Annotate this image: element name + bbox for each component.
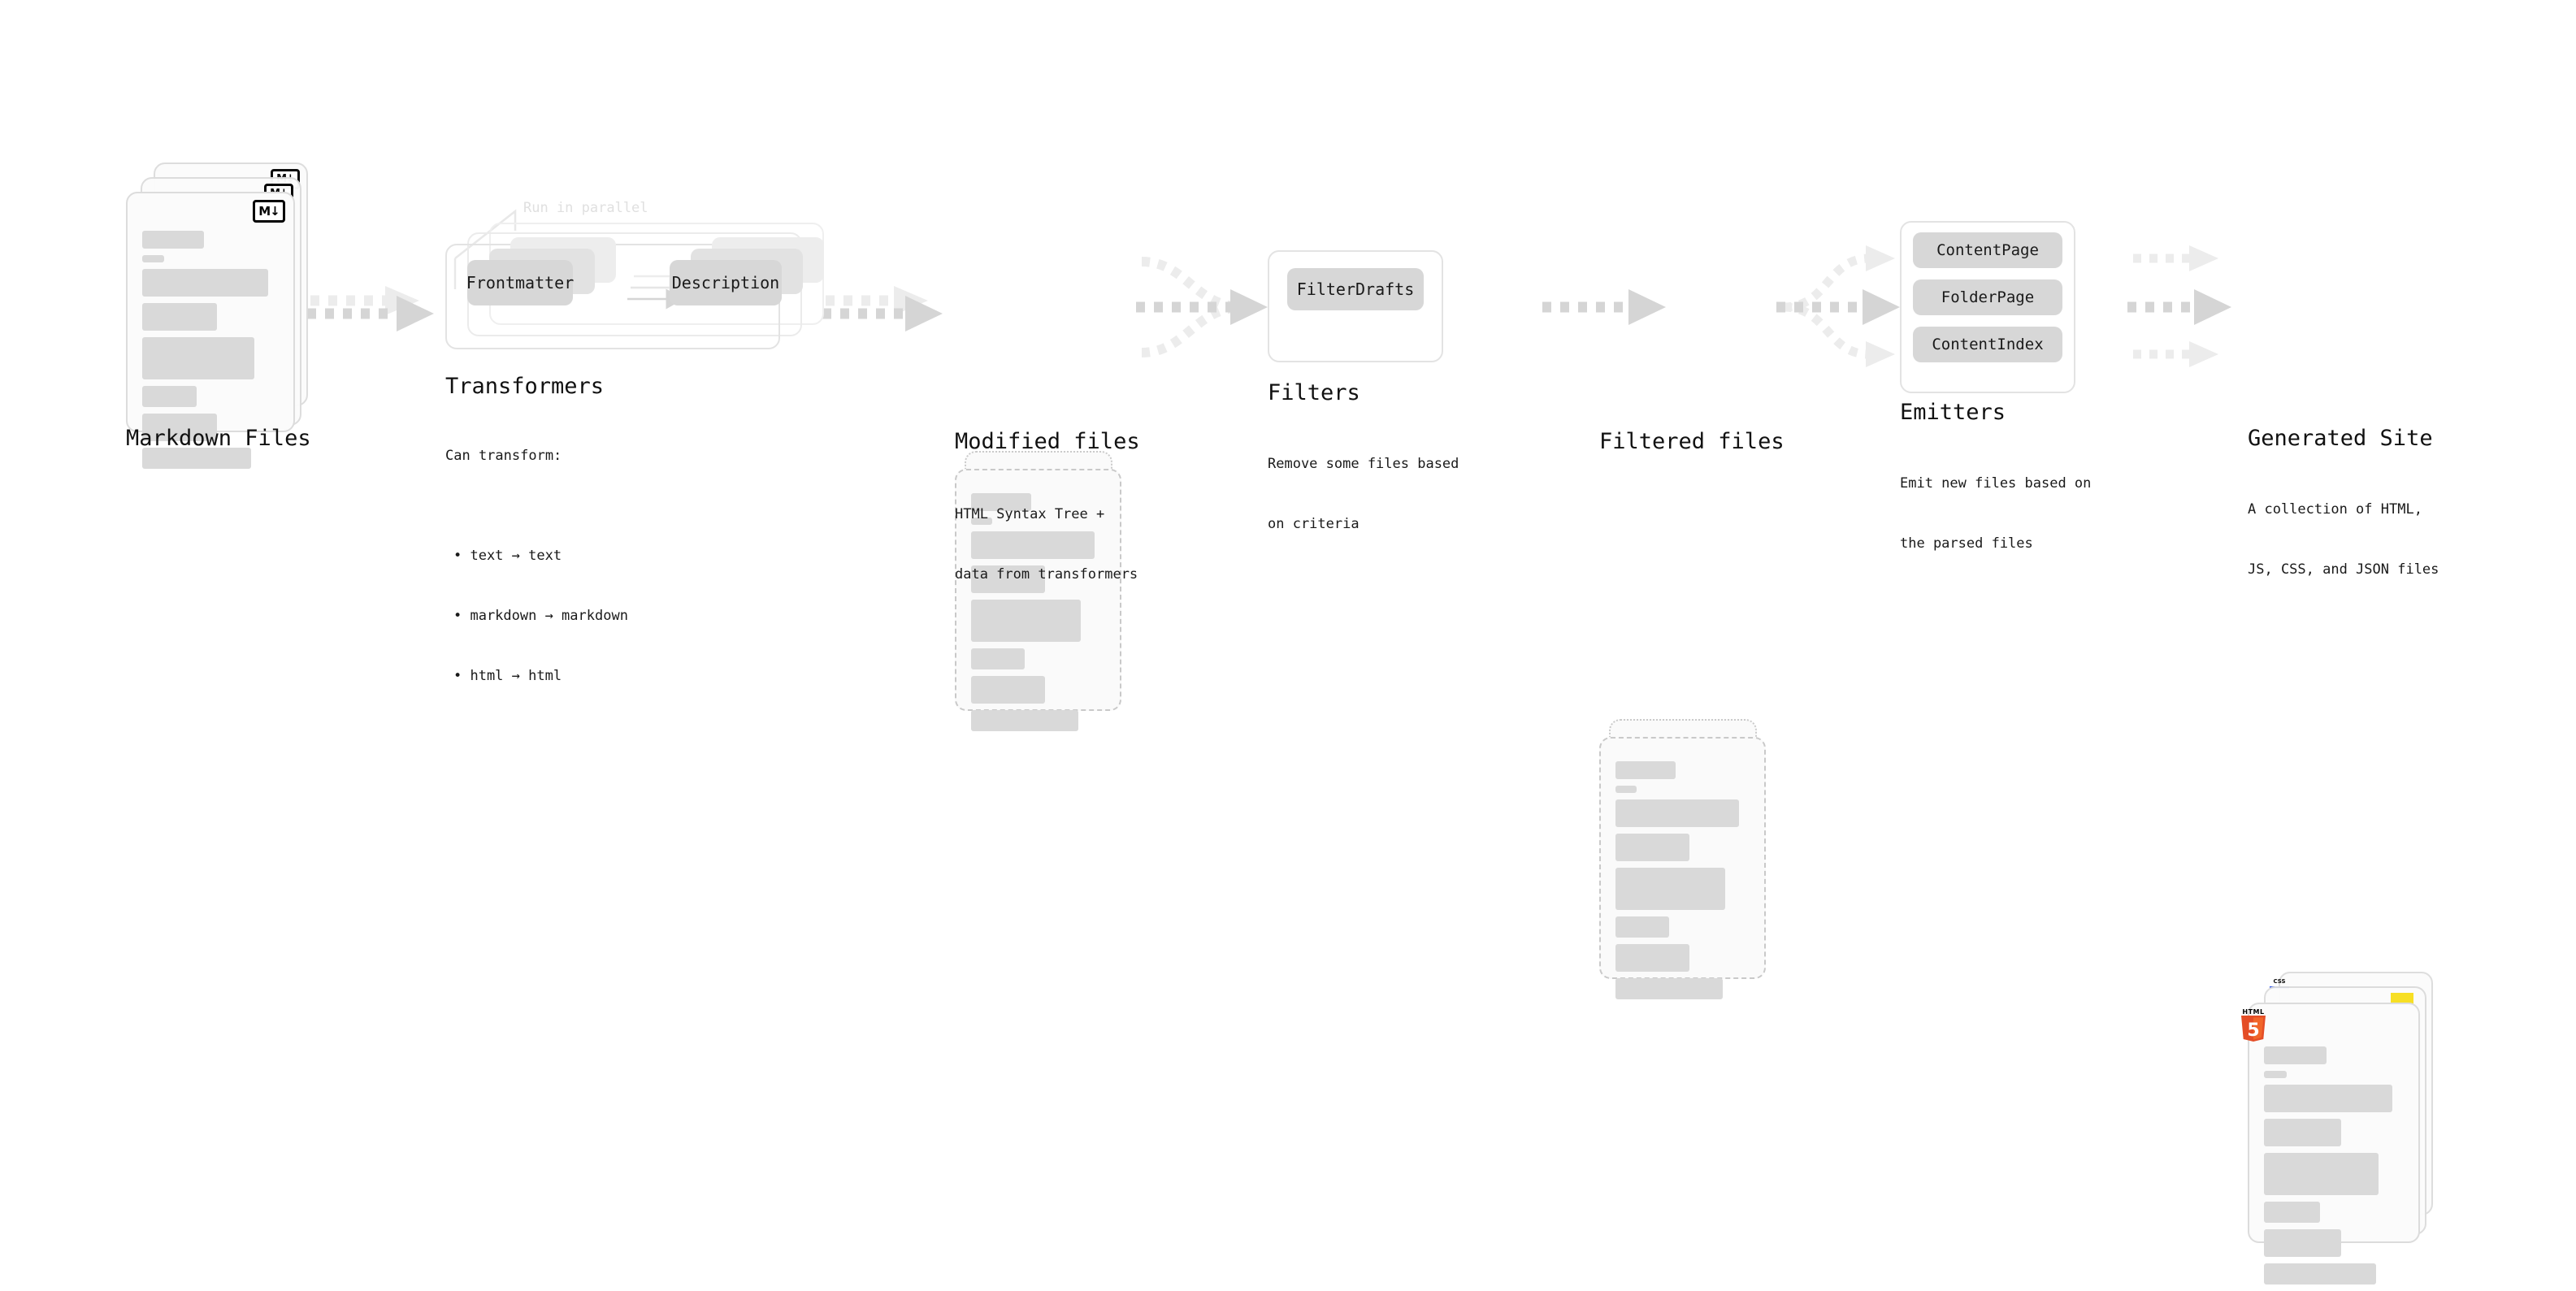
stage-markdown-files: M↓ M↓ M↓ [126, 162, 313, 469]
skeleton-bar [142, 414, 218, 441]
stage-emitters: ContentPage FolderPage ContentIndex [1900, 221, 2075, 393]
markdown-badge: M↓ [253, 200, 285, 223]
caption-line: Emit new files based on [1900, 475, 2092, 492]
arrow-emitters-to-site [2127, 245, 2231, 367]
transform-capability-item: • markdown → markdown [453, 608, 628, 625]
skeleton-bar [2264, 1229, 2341, 1257]
skeleton-bar [142, 255, 164, 262]
chip-contentpage[interactable]: ContentPage [1913, 232, 2062, 268]
skeleton-bar [971, 531, 1095, 559]
stage-caption-transformers: Can transform: • text → text • markdown … [445, 406, 628, 767]
skeleton-bar [1615, 786, 1637, 793]
transform-capability-list: • text → text • markdown → markdown • ht… [445, 506, 628, 726]
stage-caption-emitters: Emit new files based on the parsed files [1900, 434, 2091, 594]
caption-line: A collection of HTML, [2248, 501, 2422, 518]
skeleton-bars [142, 231, 279, 475]
stage-caption-filters: Remove some files based on criteria [1268, 414, 1459, 574]
skeleton-bar [2264, 1263, 2376, 1285]
modified-card-front [955, 469, 1121, 731]
skeleton-bar [971, 493, 1032, 511]
transformer-inner-arrows [627, 266, 691, 310]
arrow-modified-to-filters [1136, 257, 1268, 357]
chip-filterdrafts[interactable]: FilterDrafts [1287, 268, 1424, 310]
caption-line: HTML Syntax Tree + [955, 506, 1105, 523]
stage-title-transformers: Transformers [445, 374, 605, 399]
caption-line: data from transformers [955, 566, 1138, 583]
skeleton-bar [1615, 799, 1739, 827]
skeleton-bar [1615, 916, 1669, 938]
emitter-group-box [1900, 221, 2075, 393]
skeleton-bar [1615, 834, 1689, 861]
stage-caption-generated-site: A collection of HTML, JS, CSS, and JSON … [2248, 460, 2439, 620]
skeleton-bar [971, 518, 993, 525]
stage-filters: FilterDrafts [1268, 250, 1443, 362]
arrow-filtered-to-emitters [1776, 245, 1900, 367]
stage-generated-site: CSS HTML 5 [2241, 972, 2451, 1285]
html5-wordmark: HTML [2242, 1008, 2265, 1016]
chip-frontmatter[interactable]: Frontmatter [466, 260, 574, 305]
stage-title-modified-files: Modified files [955, 429, 1140, 454]
markdown-card-front: M↓ [126, 192, 295, 469]
stage-title-filtered-files: Filtered files [1599, 429, 1785, 454]
skeleton-bar [142, 386, 197, 407]
caption-line: JS, CSS, and JSON files [2248, 561, 2439, 578]
caption-line: on criteria [1268, 516, 1360, 533]
chip-contentindex[interactable]: ContentIndex [1913, 327, 2062, 362]
skeleton-bar [2264, 1046, 2327, 1064]
arrow-markdown-to-transformers [307, 286, 434, 331]
skeleton-bar [2264, 1202, 2320, 1223]
run-in-parallel-label: Run in parallel [523, 200, 648, 216]
caption-intro: Can transform: [445, 448, 562, 465]
stage-modified-files [955, 451, 1142, 731]
skeleton-bar [971, 676, 1045, 704]
skeleton-bars [1615, 761, 1750, 1006]
css-label: CSS [2273, 978, 2286, 985]
skeleton-bar [2264, 1119, 2341, 1146]
stage-title-filters: Filters [1268, 380, 1360, 405]
skeleton-bar [971, 710, 1078, 731]
caption-line: Remove some files based [1268, 456, 1459, 473]
skeleton-bar [1615, 978, 1723, 999]
skeleton-bar [971, 600, 1082, 642]
html5-digit: 5 [2247, 1020, 2259, 1041]
skeleton-bars [2264, 1046, 2404, 1291]
filtered-card-front [1599, 737, 1766, 999]
stage-transformers: Run in parallel Frontmatter Description [445, 192, 827, 354]
skeleton-bar [1615, 868, 1726, 910]
transform-capability-item: • text → text [453, 548, 562, 565]
transform-capability-item: • html → html [453, 668, 562, 685]
skeleton-bar [2264, 1071, 2287, 1078]
skeleton-bar [142, 448, 252, 469]
skeleton-bar [2264, 1085, 2393, 1112]
stage-caption-modified-files: HTML Syntax Tree + data from transformer… [955, 465, 1138, 625]
stage-title-emitters: Emitters [1900, 400, 2006, 425]
skeleton-bar [142, 303, 218, 331]
stage-title-markdown-files: Markdown Files [126, 426, 311, 451]
diagram-canvas: M↓ M↓ M↓ Markdown Files Run in [126, 162, 2439, 1285]
skeleton-bar [1615, 944, 1689, 972]
skeleton-bar [142, 269, 268, 297]
skeleton-bar [142, 231, 204, 249]
html5-icon: HTML 5 [2240, 1008, 2267, 1042]
chip-folderpage[interactable]: FolderPage [1913, 279, 2062, 315]
skeleton-bar [971, 565, 1045, 593]
skeleton-bar [142, 337, 254, 379]
stage-title-generated-site: Generated Site [2248, 426, 2433, 451]
skeleton-bar [2264, 1153, 2379, 1195]
arrow-transformers-to-modified [822, 286, 943, 331]
caption-line: the parsed files [1900, 535, 2033, 552]
stage-filtered-files [1599, 719, 1786, 999]
chip-description[interactable]: Description [670, 260, 782, 305]
site-card-front: HTML 5 [2241, 1003, 2420, 1285]
skeleton-bar [971, 648, 1025, 669]
skeleton-bar [1615, 761, 1676, 779]
arrow-filters-to-filtered [1542, 289, 1666, 325]
html5-shield: 5 [2241, 1016, 2266, 1042]
filter-group-box [1268, 250, 1443, 362]
